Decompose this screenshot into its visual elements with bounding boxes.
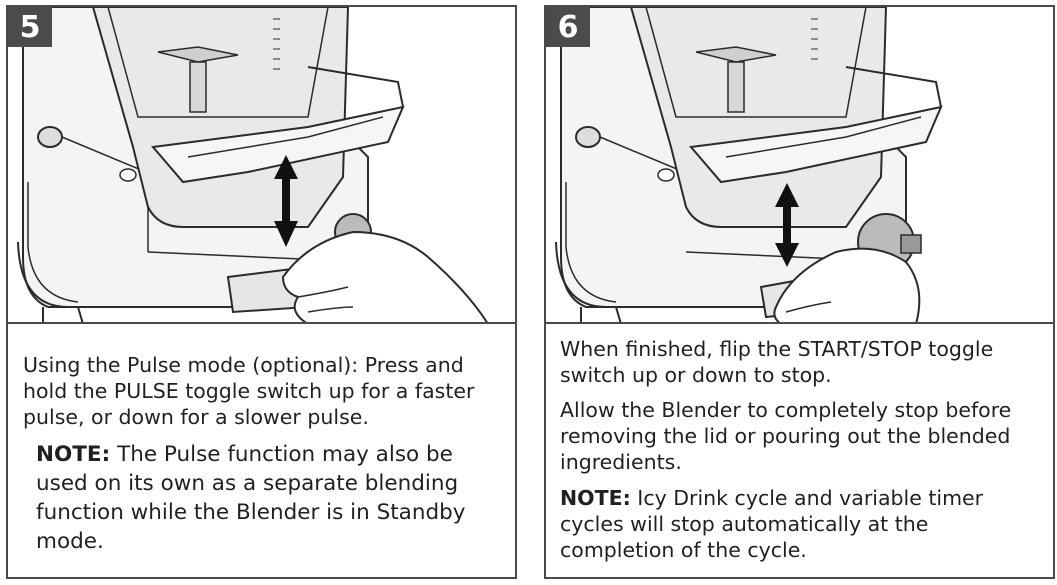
step-6-instruction-2: Allow the Blender to completely stop bef… — [560, 398, 1012, 474]
step-6-illustration: 6 — [546, 7, 1053, 324]
step-5-note: NOTE: The Pulse function may also be use… — [36, 440, 505, 556]
step-number-badge: 5 — [8, 7, 52, 47]
step-5-panel: 5 Using the Pulse mode (optional): Press… — [6, 5, 517, 579]
step-5-instruction: Using the Pulse mode (optional): Press a… — [23, 353, 475, 429]
step-6-instruction: When finished, flip the START/STOP toggl… — [560, 337, 994, 387]
note-text: Icy Drink cycle and variable timer cycle… — [560, 486, 984, 562]
step-6-note: NOTE: Icy Drink cycle and variable timer… — [560, 485, 1043, 563]
step-5-text: Using the Pulse mode (optional): Press a… — [8, 324, 515, 577]
step-5-illustration: 5 — [8, 7, 515, 324]
step-number-badge: 6 — [546, 7, 590, 47]
note-label: NOTE: — [36, 442, 111, 467]
step-6-panel: 6 When finished, flip the START/STOP tog… — [544, 5, 1055, 579]
blender-start-stop-illustration — [555, 7, 943, 322]
step-6-text: When finished, flip the START/STOP toggl… — [546, 324, 1053, 577]
note-text: The Pulse function may also be used on i… — [36, 442, 466, 554]
blender-pulse-illustration — [17, 7, 488, 322]
note-label: NOTE: — [560, 486, 631, 510]
